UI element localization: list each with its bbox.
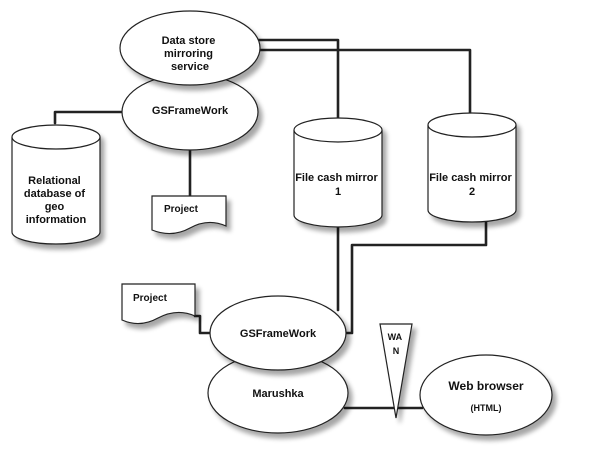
project-bottom-label: Project (133, 293, 168, 304)
node-file-cash-mirror-2: File cash mirror 2 (427, 112, 517, 223)
file-cash-mirror-1-label: File cash mirror 1 (295, 172, 381, 198)
edge-mirror-2-to-gsframework (343, 213, 488, 335)
data-store-service-line-2: mirroring (164, 48, 213, 60)
node-gsframework-bottom: GSFrameWork (209, 295, 347, 371)
data-store-service-line-1: Data store (162, 35, 216, 47)
node-relational-database: Relational database of geo information (11, 124, 101, 245)
data-store-service-label: Data store mirroring service (162, 35, 219, 73)
gsframework-top-label: GSFrameWork (152, 105, 229, 117)
relational-db-label: Relational database of geo information (24, 175, 88, 226)
relational-db-line-3: geo (45, 201, 65, 213)
wan-line-1: WA (388, 332, 403, 342)
node-project-top: Project (151, 195, 227, 235)
data-store-service-line-3: service (171, 61, 209, 73)
file-cash-mirror-1-line-1: File cash mirror (295, 172, 378, 184)
marushka-label: Marushka (252, 388, 304, 400)
node-gsframework-top: GSFrameWork (121, 73, 259, 151)
edge-service-to-mirror-2 (253, 48, 472, 127)
web-browser-sublabel: (HTML) (471, 403, 502, 413)
gsframework-bottom-label: GSFrameWork (240, 328, 317, 340)
relational-db-line-4: information (26, 214, 87, 226)
edge-service-to-mirror-1 (253, 38, 340, 132)
node-wan: WA N (379, 323, 413, 419)
edge-project-to-gsframework (193, 314, 214, 335)
node-web-browser: Web browser (HTML) (419, 354, 553, 436)
relational-db-line-1: Relational (28, 175, 81, 187)
project-top-label: Project (164, 204, 199, 215)
connectors (53, 38, 488, 410)
node-data-store-mirroring-service: Data store mirroring service (119, 10, 261, 86)
file-cash-mirror-2-label: File cash mirror 2 (429, 172, 515, 198)
file-cash-mirror-2-line-1: File cash mirror (429, 172, 512, 184)
relational-db-line-2: database of (24, 188, 85, 200)
wan-line-2: N (393, 346, 400, 356)
file-cash-mirror-2-line-2: 2 (469, 186, 475, 198)
node-project-bottom: Project (121, 283, 196, 325)
node-file-cash-mirror-1: File cash mirror 1 (293, 117, 383, 228)
edge-gsframework-to-relational-db (53, 110, 130, 125)
node-marushka: Marushka (207, 352, 349, 434)
web-browser-label: Web browser (448, 379, 523, 393)
file-cash-mirror-1-line-2: 1 (335, 186, 341, 198)
wan-label: WA N (388, 332, 405, 356)
